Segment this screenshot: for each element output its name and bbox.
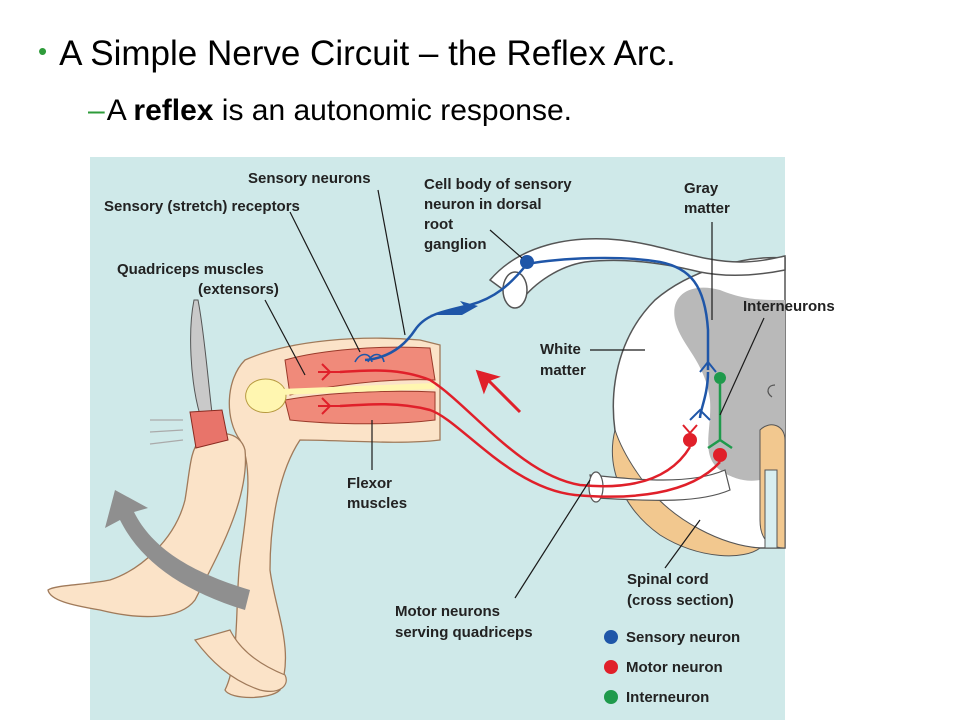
subtitle-prefix: A: [106, 94, 134, 127]
label-gray-matter-line1: Gray: [684, 180, 719, 197]
dash-icon: –: [88, 94, 105, 127]
sensory-pathway: [354, 255, 717, 421]
motor-pathway: [318, 363, 727, 498]
slide-title: • A Simple Nerve Circuit – the Reflex Arc…: [38, 34, 676, 74]
reflex-hammer-icon: [149, 299, 229, 449]
slide-title-text: A Simple Nerve Circuit – the Reflex Arc.: [59, 34, 676, 73]
label-quadriceps-line1: Quadriceps muscles: [117, 261, 264, 278]
label-interneurons: Interneurons: [743, 298, 835, 315]
foot-shape: [193, 629, 287, 692]
legend-motor-swatch: [604, 660, 618, 674]
legend-interneuron-label: Interneuron: [626, 689, 709, 706]
femur-shape: [279, 383, 436, 395]
label-spinal-cord-line2: (cross section): [627, 592, 734, 609]
interneuron-pathway: [707, 372, 733, 450]
label-sensory-receptors: Sensory (stretch) receptors: [104, 198, 300, 215]
reflex-arc-diagram: Sensory neurons Sensory (stretch) recept…: [47, 157, 835, 720]
subtitle-suffix: is an autonomic response.: [213, 94, 572, 127]
label-spinal-cord-line1: Spinal cord: [627, 571, 709, 588]
label-white-matter-line2: matter: [540, 362, 586, 379]
legend: Sensory neuron Motor neuron Interneuron: [604, 629, 740, 706]
label-gray-matter-line2: matter: [684, 200, 730, 217]
legend-sensory-label: Sensory neuron: [626, 629, 740, 646]
kick-motion-arrow: [105, 490, 250, 610]
gray-matter-shape: [674, 287, 785, 481]
label-white-matter-line1: White: [540, 341, 581, 358]
legend-sensory-swatch: [604, 630, 618, 644]
bullet-icon: •: [38, 36, 48, 66]
label-cell-body-line3: root: [424, 216, 453, 233]
label-motor-neurons-line2: serving quadriceps: [395, 624, 533, 641]
diagram-labels: Sensory neurons Sensory (stretch) recept…: [104, 170, 835, 641]
central-canal-shape: [764, 469, 778, 549]
central-notch: [767, 384, 776, 398]
legend-interneuron-swatch: [604, 690, 618, 704]
label-cell-body-line2: neuron in dorsal: [424, 196, 542, 213]
slide-subtitle: –A reflex is an autonomic response.: [88, 94, 572, 128]
knee-joint-shape: [245, 378, 287, 414]
subtitle-keyword: reflex: [133, 94, 214, 127]
label-quadriceps-line2: (extensors): [198, 281, 279, 298]
ventral-root-tube: [589, 469, 731, 501]
upper-leg-shape: [224, 337, 441, 699]
label-leaders: [264, 189, 765, 599]
label-motor-neurons-line1: Motor neurons: [395, 603, 500, 620]
label-cell-body-line4: ganglion: [424, 236, 487, 253]
legend-motor-label: Motor neuron: [626, 659, 723, 676]
label-sensory-neurons: Sensory neurons: [248, 170, 371, 187]
label-cell-body-line1: Cell body of sensory: [424, 176, 572, 193]
label-flexor-line1: Flexor: [347, 475, 392, 492]
label-flexor-line2: muscles: [347, 495, 407, 512]
slide-header: • A Simple Nerve Circuit – the Reflex Arc…: [0, 0, 960, 150]
dorsal-root-shape: [488, 238, 786, 304]
